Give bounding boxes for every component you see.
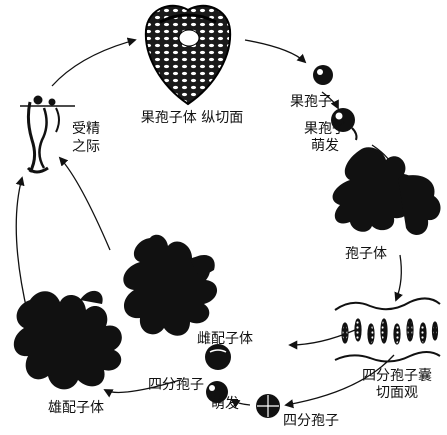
fertilization-label-line1: 受精 [72, 121, 100, 137]
carpospore-germination-illustration [331, 108, 358, 141]
tetraspore-germination-label-line2: 萌发 [211, 396, 239, 412]
female-gametophyte-label: 雌配子体 [197, 331, 253, 347]
arrow-male-to-fertilization [15, 176, 29, 316]
carpospore-germination-label-line2: 萌发 [311, 138, 339, 154]
cystocarp-section-label: 果孢子体 纵切面 [140, 110, 244, 126]
arrow-carpospore-to-germination [321, 91, 339, 110]
fertilization-label-line2: 之际 [72, 139, 100, 155]
tetrasporophyte-label: 孢子体 [345, 246, 387, 262]
female-gametophyte-illustration [123, 234, 218, 336]
tetraspore-label: 四分孢子 [283, 413, 339, 429]
arrow-germination-to-male [103, 379, 181, 398]
arrow-sporophyte-to-tetrasporangium [394, 254, 403, 302]
tetraspore-germination-illustration [206, 381, 228, 403]
tetraspore-illustration [256, 394, 280, 418]
arrow-tetraspore-to-germination [230, 398, 251, 408]
arrow-fertilization-to-cystocarp [51, 37, 137, 87]
tetrasporangium-illustration [334, 297, 441, 363]
carpospore-label: 果孢子 [290, 94, 332, 110]
tetrasporophyte-illustration [332, 147, 441, 235]
male-gametophyte-label: 雄配子体 [48, 400, 104, 416]
fertilization-illustration [20, 95, 75, 174]
female-gametophyte-cell-illustration [205, 344, 231, 370]
cystocarp-section-illustration [144, 4, 232, 106]
arrow-cystocarp-to-carpospore [244, 39, 307, 64]
arrow-female-to-fertilization [58, 156, 111, 251]
arrow-tetrasporangium-to-tetraspore [284, 354, 395, 409]
male-gametophyte-illustration [13, 290, 122, 390]
carpospore-germination-label-line1: 果孢子 [304, 121, 346, 137]
tetraspore-germination-label-line1: 四分孢子 [148, 377, 204, 393]
tetrasporangium-label-line1: 四分孢子囊 [362, 368, 432, 384]
carpospore-illustration [313, 65, 333, 85]
cycle-arrows [15, 37, 403, 409]
tetrasporangium-label-line2: 切面观 [376, 385, 418, 401]
